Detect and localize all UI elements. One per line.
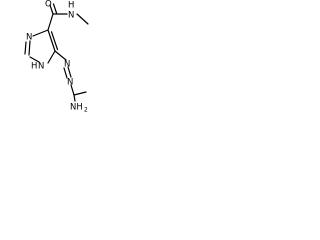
bond-c2-n1 xyxy=(29,56,40,63)
bond-n-n3 xyxy=(70,84,75,96)
atom-triazene-n1: N xyxy=(64,60,70,70)
atom-ring-n1: N xyxy=(38,62,44,72)
atom-ring-n1-hydrogen: H xyxy=(31,62,37,72)
bond-c4-n3 xyxy=(32,29,49,37)
bond-c5-n xyxy=(54,50,67,61)
bond-carbonyl-o xyxy=(49,4,54,15)
bond-amide-n-methyl xyxy=(76,13,89,25)
bond-n3-c2 xyxy=(28,40,31,56)
bond-c4-c5 xyxy=(47,29,56,52)
atom-amide-nitrogen: N xyxy=(68,11,74,21)
atom-terminal-amine-subscript: 2 xyxy=(84,107,88,114)
bond-c4-c5-double xyxy=(50,31,59,51)
atom-carbonyl-oxygen: O xyxy=(45,0,52,10)
bond-n1-c5 xyxy=(47,50,56,64)
atom-ring-n3: N xyxy=(26,33,32,43)
molecule-diagram: O H N N H N N N NH 2 xyxy=(0,0,99,118)
bond-n-n xyxy=(67,66,72,78)
bond-c4-carbonyl xyxy=(47,13,54,31)
bond-n-n-double xyxy=(63,67,68,79)
atom-terminal-amine: NH xyxy=(70,103,83,113)
bond-n3-c2-double xyxy=(24,41,27,55)
structure-svg: O H N N H N N N NH 2 xyxy=(24,0,89,114)
bond-n3-methyl xyxy=(73,91,87,96)
bond-carbonyl-o-double xyxy=(52,3,58,14)
atom-amide-hydrogen: H xyxy=(68,1,74,11)
atom-triazene-n2: N xyxy=(67,78,73,88)
bond-n3-amine xyxy=(73,94,76,102)
